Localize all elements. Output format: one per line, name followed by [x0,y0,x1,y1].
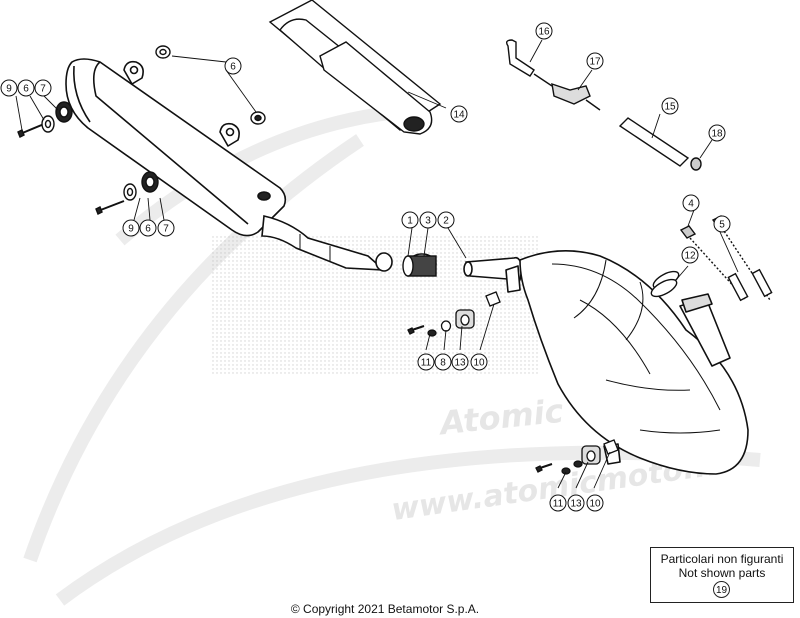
callout-9: 9 [0,79,18,97]
bracket-hardware-lower [535,439,619,475]
callout-label: 9 [128,224,134,235]
legend-line-italian: Particolari non figuranti [660,552,784,566]
callout-4: 4 [682,194,700,212]
callout-label: 2 [443,216,449,227]
callout-label: 13 [570,499,582,510]
callout-13: 13 [451,353,469,371]
callout-label: 13 [454,358,466,369]
callout-label: 8 [440,358,446,369]
callout-label: 11 [421,358,432,369]
watermark-dots [210,235,540,375]
callout-11: 11 [549,494,567,512]
callout-label: 10 [473,358,485,369]
not-shown-parts-box: Particolari non figuranti Not shown part… [650,547,794,603]
callout-label: 11 [553,499,564,510]
legend-part-number: 19 [713,581,730,598]
callout-label: 7 [40,84,46,95]
callout-1: 1 [401,211,419,229]
packing-box [268,0,442,135]
callout-label: 4 [688,199,694,210]
callout-8: 8 [434,353,452,371]
spring-set [650,215,773,302]
clamp-and-gasket [402,253,437,277]
callout-13: 13 [567,494,585,512]
callout-6: 6 [139,219,157,237]
callout-label: 10 [589,499,601,510]
callout-7: 7 [34,79,52,97]
callout-10: 10 [470,353,488,371]
callout-18: 18 [708,124,726,142]
copyright-text: © Copyright 2021 Betamotor S.p.A. [290,602,480,616]
link-pipe [261,215,393,272]
callout-16: 16 [535,22,553,40]
callout-3: 3 [419,211,437,229]
callout-label: 6 [230,62,236,73]
grommet-set-top [17,45,266,215]
silencer-body [65,58,287,237]
callout-label: 1 [407,216,413,227]
callout-label: 6 [23,84,29,95]
callout-label: 12 [684,251,696,262]
callout-6: 6 [17,79,35,97]
callout-15: 15 [661,97,679,115]
callout-label: 3 [425,216,431,227]
callout-label: 15 [664,102,676,113]
callout-14: 14 [450,105,468,123]
callout-6: 6 [224,57,242,75]
legend-line-english: Not shown parts [678,566,766,580]
callout-label: 17 [589,57,601,68]
leader-lines [15,39,739,489]
callout-11: 11 [417,353,435,371]
callout-label: 18 [711,129,723,140]
callout-label: 7 [163,224,169,235]
callout-5: 5 [713,215,731,233]
callout-label: 14 [453,110,465,121]
callout-9: 9 [122,219,140,237]
callout-label: 9 [6,84,12,95]
callout-label: 5 [719,220,725,231]
callout-10: 10 [586,494,604,512]
breather-hose-set [505,39,702,171]
callout-12: 12 [681,246,699,264]
callout-2: 2 [437,211,455,229]
callout-7: 7 [157,219,175,237]
bracket-hardware-upper [407,291,501,337]
callout-17: 17 [586,52,604,70]
callout-label: 16 [538,27,550,38]
callout-label: 6 [145,224,151,235]
